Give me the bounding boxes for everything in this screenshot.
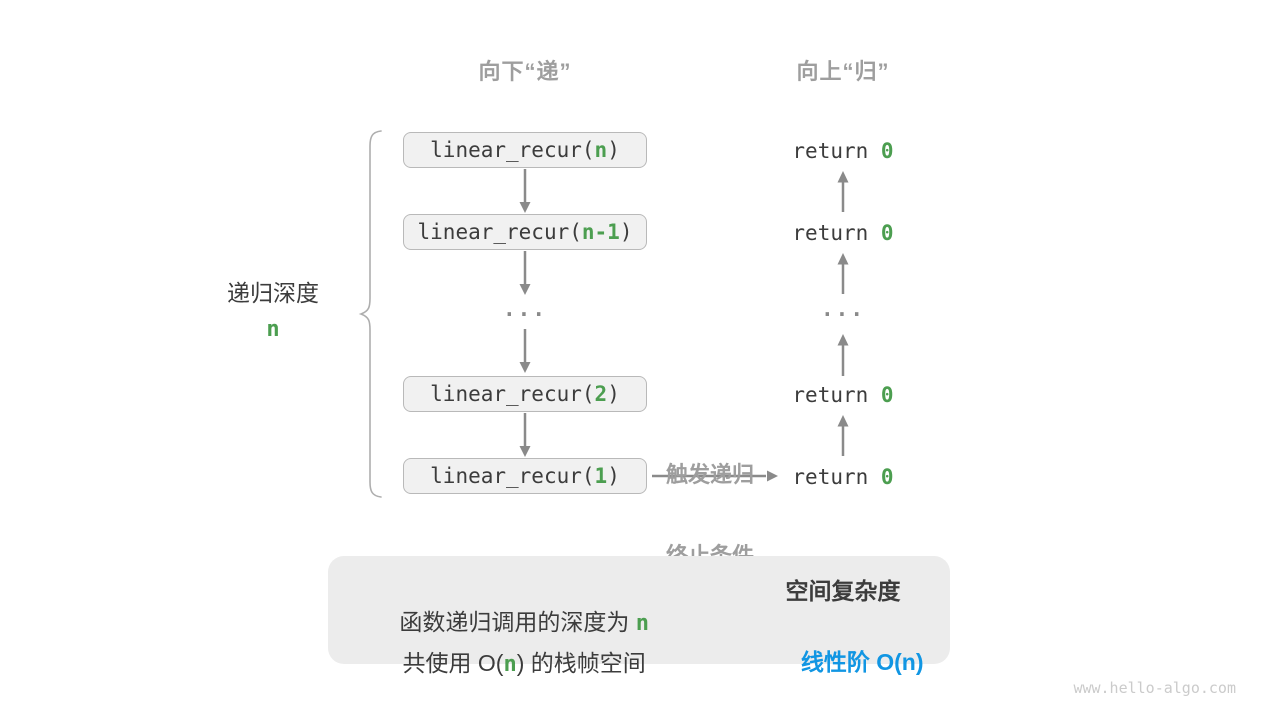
- depth-variable: n: [266, 317, 280, 342]
- return-statement-4: return 0: [743, 465, 943, 489]
- down-arrow-1: [519, 169, 531, 213]
- call-post: ): [619, 220, 633, 244]
- summary-left-line2-post: ) 的栈帧空间: [516, 650, 646, 676]
- call-post: ): [607, 138, 620, 162]
- call-ellipsis: ...: [503, 297, 547, 321]
- call-box-n-1: linear_recur(n-1): [403, 214, 647, 250]
- return-statement-1: return 0: [743, 139, 943, 163]
- depth-brace: [358, 130, 382, 498]
- return-value: 0: [880, 383, 894, 407]
- summary-left-line2-var: n: [503, 652, 517, 677]
- return-value: 0: [880, 139, 894, 163]
- call-arg: n: [594, 138, 608, 162]
- call-post: ): [607, 382, 620, 406]
- call-pre: linear_recur(: [430, 138, 595, 162]
- summary-left-line1-text: 函数递归调用的深度为: [399, 609, 636, 635]
- summary-left-line2: 共使用 O(n) 的栈帧空间: [340, 618, 670, 677]
- call-code: linear_recur(1): [430, 464, 620, 488]
- down-arrow-3: [519, 329, 531, 373]
- up-arrow-3: [837, 334, 849, 376]
- call-code: linear_recur(2): [430, 382, 620, 406]
- summary-right-post: ): [915, 649, 924, 675]
- call-arg: n-1: [581, 220, 620, 244]
- return-statement-3: return 0: [743, 383, 943, 407]
- return-code: return 0: [792, 383, 893, 407]
- depth-label: 递归深度: [227, 280, 319, 306]
- return-pre: return: [792, 465, 881, 489]
- summary-right-title: 空间复杂度: [785, 578, 901, 604]
- return-pre: return: [792, 383, 881, 407]
- call-arg: 2: [594, 382, 608, 406]
- column-header-ascend: 向上“归”: [796, 59, 890, 84]
- up-arrow-2: [837, 253, 849, 294]
- return-code: return 0: [792, 221, 893, 245]
- call-box-n: linear_recur(n): [403, 132, 647, 168]
- return-statement-2: return 0: [743, 221, 943, 245]
- call-code: linear_recur(n-1): [418, 220, 633, 244]
- terminate-arrow: [652, 470, 778, 482]
- summary-panel: 函数递归调用的深度为 n 共使用 O(n) 的栈帧空间 空间复杂度 线性阶 O(…: [328, 556, 950, 677]
- return-code: return 0: [792, 139, 893, 163]
- call-pre: linear_recur(: [417, 220, 582, 244]
- return-pre: return: [792, 221, 881, 245]
- return-code: return 0: [792, 465, 893, 489]
- up-arrow-1: [837, 171, 849, 212]
- call-pre: linear_recur(: [430, 464, 595, 488]
- call-arg: 1: [594, 464, 608, 488]
- summary-right-var: n: [901, 649, 916, 675]
- summary-left-line1: 函数递归调用的深度为 n: [340, 577, 670, 636]
- summary-left-line1-var: n: [635, 611, 649, 636]
- return-value: 0: [880, 465, 894, 489]
- summary-right-complexity: 线性阶 O(n): [753, 617, 933, 675]
- summary-left-line2-pre: 共使用 O(: [402, 650, 504, 676]
- call-post: ): [607, 464, 620, 488]
- down-arrow-4: [519, 413, 531, 457]
- call-pre: linear_recur(: [430, 382, 595, 406]
- column-header-descend: 向下“递”: [478, 59, 572, 84]
- call-box-1: linear_recur(1): [403, 458, 647, 494]
- termination-note-line1: 触发递归: [665, 462, 754, 487]
- return-pre: return: [792, 139, 881, 163]
- call-code: linear_recur(n): [430, 138, 620, 162]
- site-watermark: www.hello-algo.com: [1073, 679, 1236, 697]
- return-value: 0: [880, 221, 894, 245]
- call-box-2: linear_recur(2): [403, 376, 647, 412]
- return-ellipsis: ...: [821, 297, 865, 321]
- down-arrow-2: [519, 251, 531, 295]
- summary-right-pre: 线性阶 O(: [800, 649, 902, 675]
- up-arrow-4: [837, 415, 849, 456]
